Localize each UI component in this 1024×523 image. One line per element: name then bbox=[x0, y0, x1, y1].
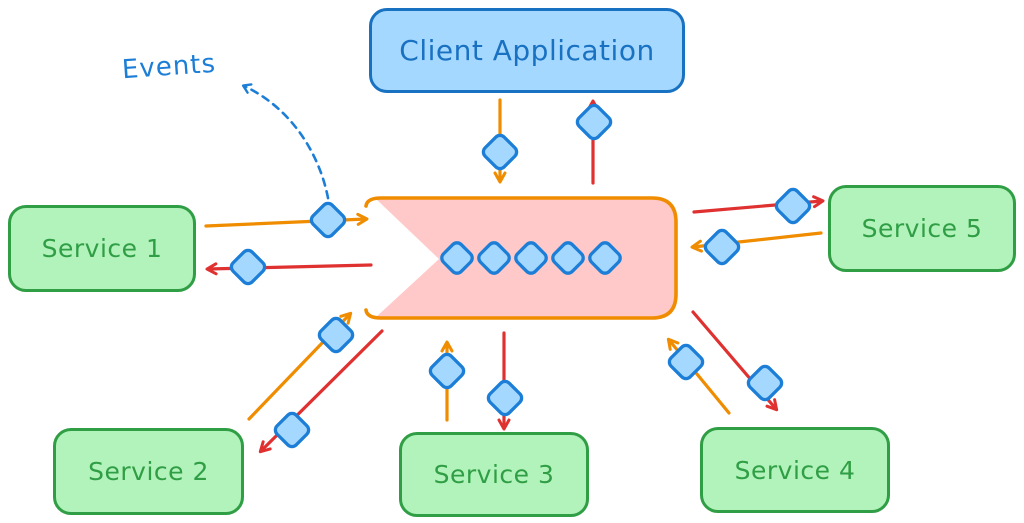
client-application-node: Client Application bbox=[369, 8, 685, 93]
event-diamond bbox=[481, 133, 519, 171]
event-bus-outline bbox=[364, 196, 678, 320]
client-application-label: Client Application bbox=[399, 34, 655, 67]
events-annotation-arrow bbox=[241, 83, 332, 213]
service-4-node: Service 4 bbox=[700, 427, 890, 513]
bus-event-queue-diamonds bbox=[440, 241, 622, 275]
event-diamond bbox=[746, 364, 784, 402]
event-diamond bbox=[551, 241, 585, 275]
event-diamond bbox=[477, 241, 511, 275]
event-diamond bbox=[667, 343, 705, 381]
event-diamond bbox=[703, 228, 741, 266]
event-diamond bbox=[428, 352, 466, 390]
service-1-label: Service 1 bbox=[41, 234, 163, 263]
service-2-node: Service 2 bbox=[53, 428, 244, 515]
service-3-node: Service 3 bbox=[399, 432, 589, 517]
event-diamond bbox=[273, 411, 311, 449]
service-2-label: Service 2 bbox=[88, 457, 209, 486]
event-diamond bbox=[229, 248, 267, 286]
service-5-label: Service 5 bbox=[861, 214, 983, 243]
service-1-node: Service 1 bbox=[8, 205, 196, 292]
event-diamond bbox=[575, 103, 613, 141]
event-diamond bbox=[440, 241, 474, 275]
service-4-label: Service 4 bbox=[734, 455, 856, 485]
event-diamond bbox=[309, 201, 347, 239]
service-3-label: Service 3 bbox=[433, 460, 555, 489]
service-5-node: Service 5 bbox=[828, 185, 1016, 272]
event-diamond bbox=[774, 187, 812, 225]
in-flight-event-diamonds bbox=[229, 103, 812, 449]
event-diamond bbox=[486, 379, 524, 417]
event-diamond bbox=[588, 241, 622, 275]
event-diamond bbox=[514, 241, 548, 275]
event-diamond bbox=[317, 316, 355, 354]
